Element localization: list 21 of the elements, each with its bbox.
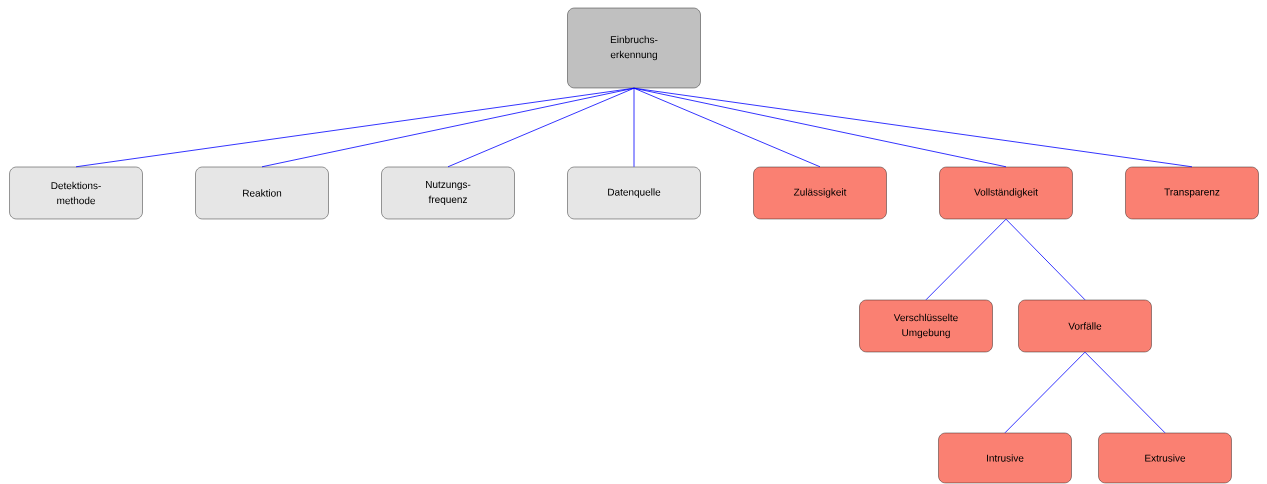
connector-line: [1004, 351, 1086, 434]
category-box: Vorfälle: [1018, 299, 1152, 353]
root-box: Einbruchs- erkennung: [567, 7, 701, 89]
connector-line: [261, 87, 635, 168]
category-box: Detektions- methode: [9, 166, 143, 220]
category-box: Nutzungs- frequenz: [381, 166, 515, 220]
category-box: Transparenz: [1125, 166, 1259, 220]
category-box: Extrusive: [1098, 432, 1232, 484]
category-box: Datenquelle: [567, 166, 701, 220]
connector-line: [1005, 218, 1086, 301]
connector-line: [633, 87, 1193, 168]
connector-line: [1084, 351, 1166, 434]
connector-line: [633, 87, 821, 168]
category-box: Vollständigkeit: [939, 166, 1073, 220]
connector-line: [925, 218, 1007, 301]
category-box: Verschlüsselte Umgebung: [859, 299, 993, 353]
category-box: Zulässigkeit: [753, 166, 887, 220]
category-box: Reaktion: [195, 166, 329, 220]
connector-line: [447, 87, 635, 168]
connector-line: [633, 87, 635, 168]
category-box: Intrusive: [938, 432, 1072, 484]
